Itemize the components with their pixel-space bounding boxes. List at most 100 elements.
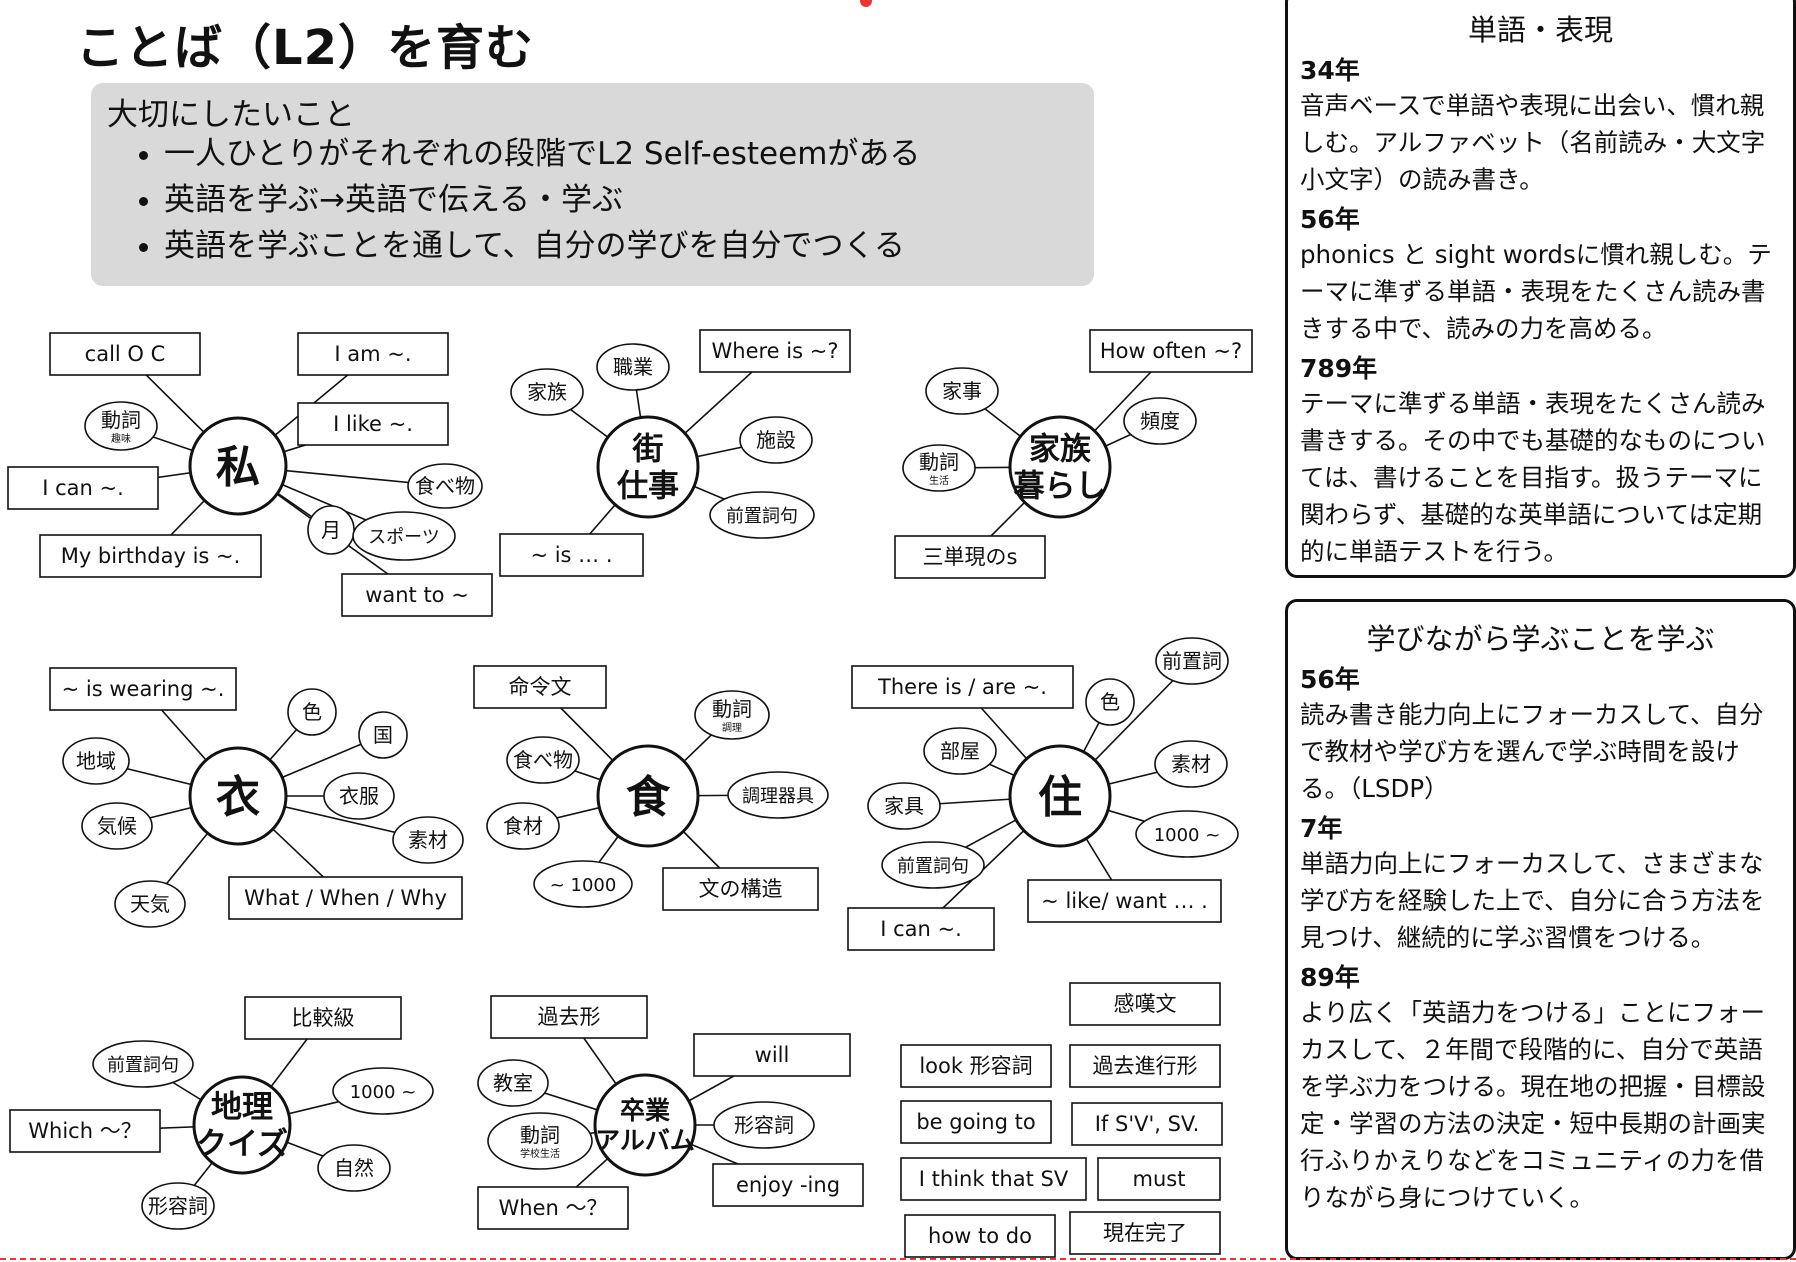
phrase-box (699, 329, 851, 373)
phrase-box (490, 995, 648, 1039)
topic-subtext: 学校生活 (520, 1147, 560, 1160)
topic-text: 調理器具 (742, 786, 814, 807)
topic-text: 家族 (527, 380, 567, 404)
central-topic-label: 食 (626, 772, 671, 823)
central-topic-label: 地理 (211, 1089, 273, 1125)
grammar-text: If S'V', SV. (1095, 1112, 1200, 1136)
topic-oval (727, 771, 829, 819)
grammar-box (1071, 1102, 1223, 1146)
topic-text: 前置詞句 (726, 506, 798, 527)
grammar-text: look 形容詞 (919, 1054, 1032, 1078)
topic-text: 色 (302, 700, 322, 724)
phrase-box (693, 1033, 851, 1077)
phrase-box (499, 533, 644, 577)
topic-oval (694, 690, 770, 740)
topic-oval (332, 1067, 434, 1115)
vocab-panel: 単語・表現 34年 音声ベースで単語や表現に出会い、慣れ親しむ。アルファベット（… (1285, 0, 1796, 578)
central-topic (188, 416, 288, 516)
topic-text: 職業 (613, 355, 653, 379)
phrase-text: 過去形 (538, 1005, 601, 1029)
grammar-text: be going to (916, 1110, 1035, 1134)
central-topic-label: 住 (1038, 772, 1082, 823)
topic-text: 家事 (942, 379, 982, 403)
topic-text: 食材 (503, 814, 543, 838)
topic-oval (317, 1144, 391, 1192)
phrase-box (477, 1186, 629, 1230)
topic-oval (1135, 810, 1239, 858)
phrase-text: My birthday is ~. (61, 544, 241, 568)
learning-panel: 学びながら学ぶことを学ぶ 56年 読み書き能力向上にフォーカスして、自分で教材や… (1285, 599, 1796, 1260)
grammar-box (1069, 982, 1221, 1026)
topic-oval (92, 1040, 194, 1088)
phrase-box (49, 667, 237, 711)
topic-text: 動詞 (101, 408, 141, 432)
topic-text: 衣服 (339, 784, 379, 808)
phrase-text: enjoy -ing (736, 1173, 840, 1197)
phrase-box (9, 1109, 161, 1153)
grammar-box (1069, 1044, 1221, 1088)
topic-text: 食べ物 (513, 748, 573, 772)
topic-oval (1155, 637, 1229, 685)
topic-text: 地域 (76, 749, 116, 773)
central-topic-label: 暮らし (1014, 468, 1107, 504)
topic-text: 部屋 (940, 739, 980, 763)
phrase-text: will (755, 1043, 790, 1067)
phrase-text: I can ~. (880, 917, 962, 941)
phrase-text: When ～？ (499, 1196, 608, 1220)
phrase-text: Which ～？ (28, 1119, 141, 1143)
important-item: 一人ひとりがそれぞれの段階でL2 Self-esteemがある (164, 131, 920, 177)
phrase-box (39, 534, 262, 578)
grade-text: テーマに準ずる単語・表現をたくさん読み書きする。その中でも基礎的なものについては… (1300, 389, 1766, 566)
topic-text: 素材 (1171, 752, 1211, 776)
phrase-box (851, 665, 1074, 709)
phrase-box (1089, 329, 1253, 373)
topic-text: 教室 (493, 1071, 533, 1095)
phrase-box (894, 535, 1046, 579)
topic-text: 動詞 (712, 697, 752, 721)
topic-oval (1085, 678, 1135, 726)
topic-text: 天気 (130, 892, 170, 916)
topic-oval (84, 401, 158, 451)
topic-text: 前置詞句 (107, 1055, 179, 1076)
topic-oval (287, 688, 337, 736)
topic-oval (141, 1182, 215, 1230)
central-topic (596, 415, 700, 519)
important-points-box: 大切にしたいこと 一人ひとりがそれぞれの段階でL2 Self-esteemがある… (91, 83, 1094, 286)
topic-oval (506, 736, 580, 784)
phrase-text: What / When / Why (244, 886, 447, 910)
grammar-text: 感嘆文 (1114, 992, 1177, 1016)
central-topic (1008, 415, 1112, 519)
topic-text: 月 (321, 518, 341, 542)
topic-oval (713, 1101, 815, 1149)
topic-oval (925, 367, 999, 415)
topic-text: 形容詞 (148, 1194, 208, 1218)
topic-text: 動詞 (919, 450, 959, 474)
central-topic-label: 衣 (216, 772, 260, 823)
red-marker (860, 0, 872, 7)
topic-oval (709, 491, 815, 539)
topic-oval (923, 727, 997, 775)
topic-text: スポーツ (368, 527, 440, 548)
topic-text: 気候 (97, 814, 137, 838)
central-topic-label: 仕事 (617, 468, 679, 504)
phrase-box (1027, 879, 1222, 923)
topic-subtext: 調理 (722, 721, 742, 734)
topic-oval (486, 802, 560, 850)
phrase-box (297, 332, 449, 376)
topic-text: 食べ物 (415, 474, 475, 498)
page-title: ことば（L2）を育む (76, 20, 534, 76)
topic-oval (487, 1112, 593, 1170)
topic-oval (739, 416, 813, 464)
topic-oval (477, 1059, 549, 1107)
central-topic-label: アルバム (595, 1126, 695, 1155)
topic-text: 自然 (334, 1156, 374, 1180)
grammar-box (900, 1044, 1052, 1088)
phrase-text: call O C (85, 342, 166, 366)
grammar-box (1097, 1157, 1221, 1201)
